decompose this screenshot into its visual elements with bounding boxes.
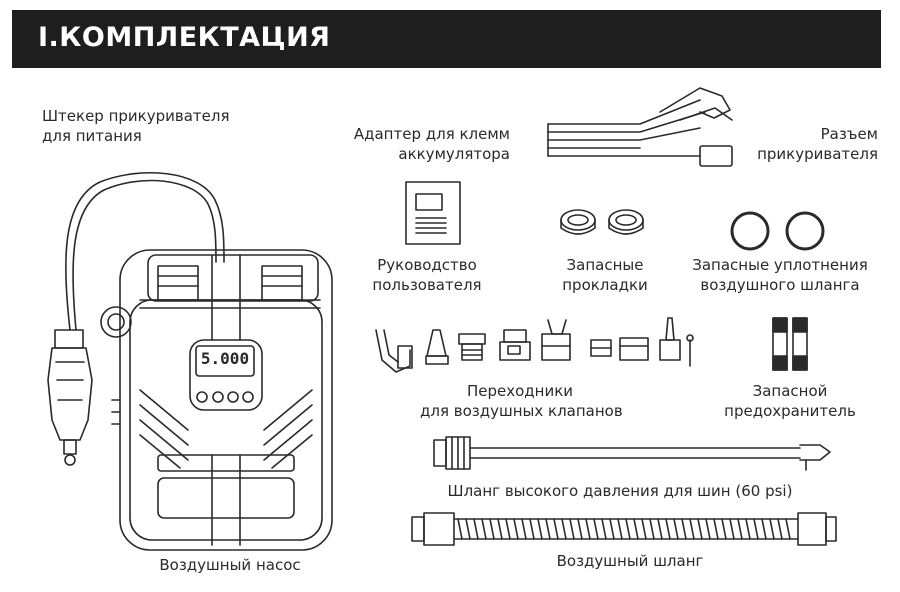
adapters-label-line2: для воздушных клапанов	[420, 402, 623, 420]
pump-label: Воздушный насос	[159, 556, 301, 574]
seals-icon	[732, 213, 823, 249]
socket-label-line1: Разъем	[820, 125, 878, 143]
section-title: I.КОМПЛЕКТАЦИЯ	[38, 22, 331, 53]
fuse-label: Запасной предохранитель	[715, 381, 865, 421]
clamps-adapter-label-line1: Адаптер для клемм	[353, 125, 510, 143]
adapters-label: Переходники для воздушных клапанов	[420, 381, 623, 421]
socket-label-line2: прикуривателя	[757, 145, 878, 163]
air-hose-icon	[412, 513, 836, 545]
gaskets-label-line2: прокладки	[562, 276, 648, 294]
air-pump-icon	[48, 173, 332, 550]
seals-label: Запасные уплотнения воздушного шланга	[680, 255, 880, 295]
clamps-adapter-label-line2: аккумулятора	[398, 145, 510, 163]
gaskets-icon	[561, 210, 643, 234]
gaskets-label-line1: Запасные	[566, 256, 644, 274]
manual-label: Руководство пользователя	[362, 255, 492, 295]
fuse-label-line1: Запасной	[752, 382, 828, 400]
air-hose-label: Воздушный шланг	[556, 552, 704, 570]
adapters-label-line1: Переходники	[466, 382, 574, 400]
socket-label: Разъем прикуривателя	[730, 124, 878, 164]
high-pressure-hose-icon	[434, 437, 830, 470]
pump-display-readout: 5.000	[200, 349, 250, 368]
seals-label-line2: воздушного шланга	[700, 276, 860, 294]
plug-label: Штекер прикуривателя для питания	[42, 106, 229, 146]
gaskets-label: Запасные прокладки	[545, 255, 665, 295]
fuses-icon	[773, 318, 807, 370]
section-header: I.КОМПЛЕКТАЦИЯ	[12, 10, 881, 68]
manual-label-line1: Руководство	[377, 256, 477, 274]
fuse-label-line2: предохранитель	[724, 402, 856, 420]
plug-label-line2: для питания	[42, 127, 142, 145]
clamps-adapter-label: Адаптер для клемм аккумулятора	[350, 124, 510, 164]
manual-label-line2: пользователя	[372, 276, 482, 294]
manual-icon	[406, 182, 460, 244]
seals-label-line1: Запасные уплотнения	[692, 256, 868, 274]
plug-label-line1: Штекер прикуривателя	[42, 107, 230, 125]
valve-adapters-icon	[376, 318, 693, 372]
battery-clamps-icon	[548, 88, 732, 166]
hp-hose-label: Шланг высокого давления для шин (60 psi)	[447, 482, 793, 500]
